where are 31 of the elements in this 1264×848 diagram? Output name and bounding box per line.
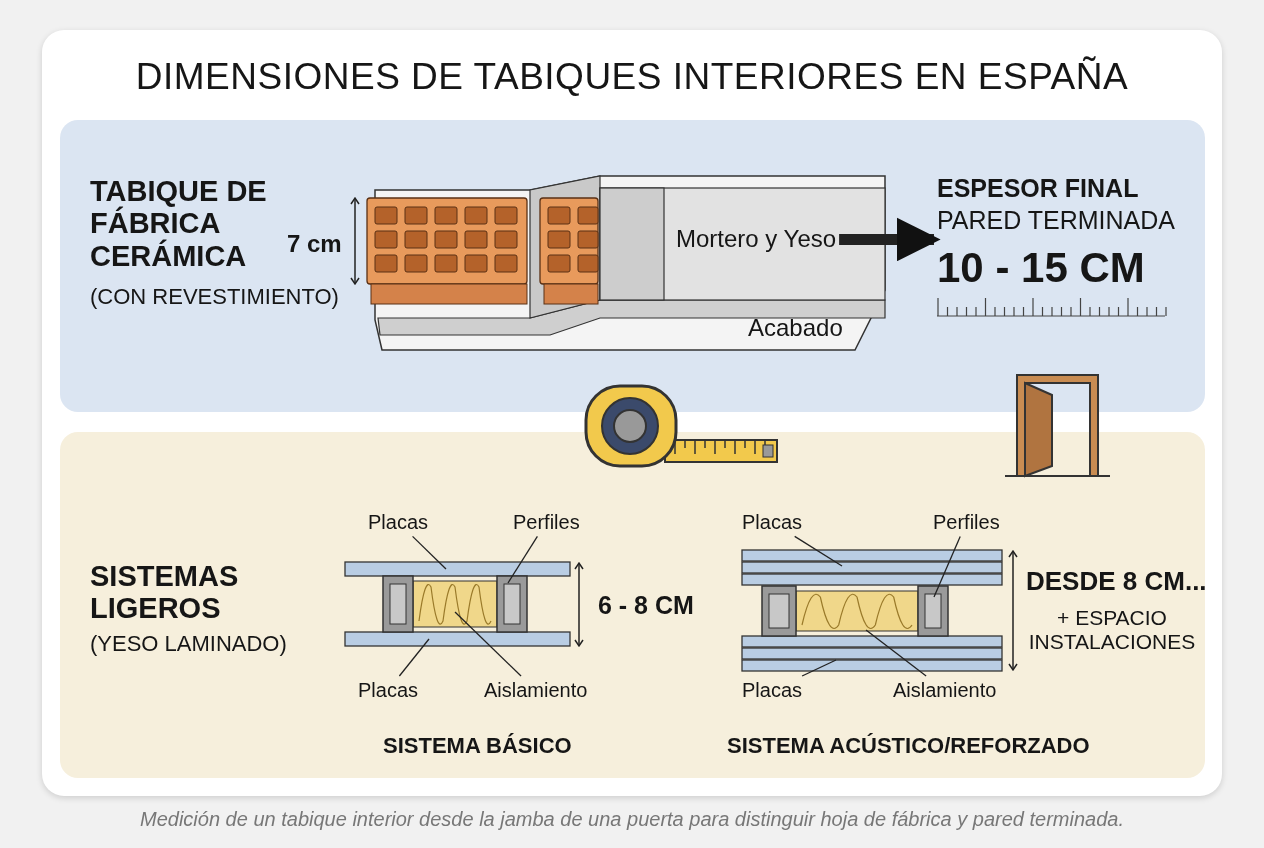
part-label: Placas (742, 511, 803, 534)
leader-line (507, 535, 539, 584)
part-label: Perfiles (513, 511, 580, 534)
part-label: Placas (742, 679, 803, 702)
leader-line (411, 535, 447, 570)
caption: Medición de un tabique interior desde la jamba de una puerta para distinguir hoja de fábrica y pared terminada. (139, 808, 1125, 831)
leader-line (794, 535, 843, 567)
part-label: Aislamiento (893, 679, 997, 702)
dimension-label: 7 cm (287, 231, 342, 258)
system-caption: SISTEMA ACÚSTICO/REFORZADO (727, 734, 1090, 759)
dimension-note: + ESPACIO INSTALACIONES (1027, 606, 1197, 654)
title: DIMENSIONES DE TABIQUES INTERIORES EN ESPAÑA (134, 56, 1130, 98)
system-caption: SISTEMA BÁSICO (383, 734, 572, 759)
result-subheading: PARED TERMINADA (937, 206, 1175, 234)
leader-line (454, 611, 522, 677)
section-subtitle: (CON REVESTIMIENTO) (90, 285, 339, 310)
dimension-label: 6 - 8 CM (598, 591, 694, 619)
part-label: Perfiles (933, 511, 1000, 534)
result-heading: ESPESOR FINAL (937, 174, 1139, 202)
section-heading: TABIQUE DE FÁBRICA CERÁMICA (90, 175, 268, 273)
layer-label: Acabado (748, 315, 843, 342)
part-label: Placas (358, 679, 419, 702)
part-label: Placas (368, 511, 429, 534)
part-label: Aislamiento (484, 679, 588, 702)
dimension-label: DESDE 8 CM... (1026, 567, 1207, 597)
arrow (839, 217, 941, 262)
layer-label: Mortero y Yeso (676, 226, 837, 253)
thickness-value: 10 - 15 CM (937, 244, 1145, 292)
section-subtitle: (YESO LAMINADO) (90, 632, 287, 657)
leader-line (398, 638, 430, 677)
section-heading: SISTEMAS LIGEROS (90, 560, 240, 625)
